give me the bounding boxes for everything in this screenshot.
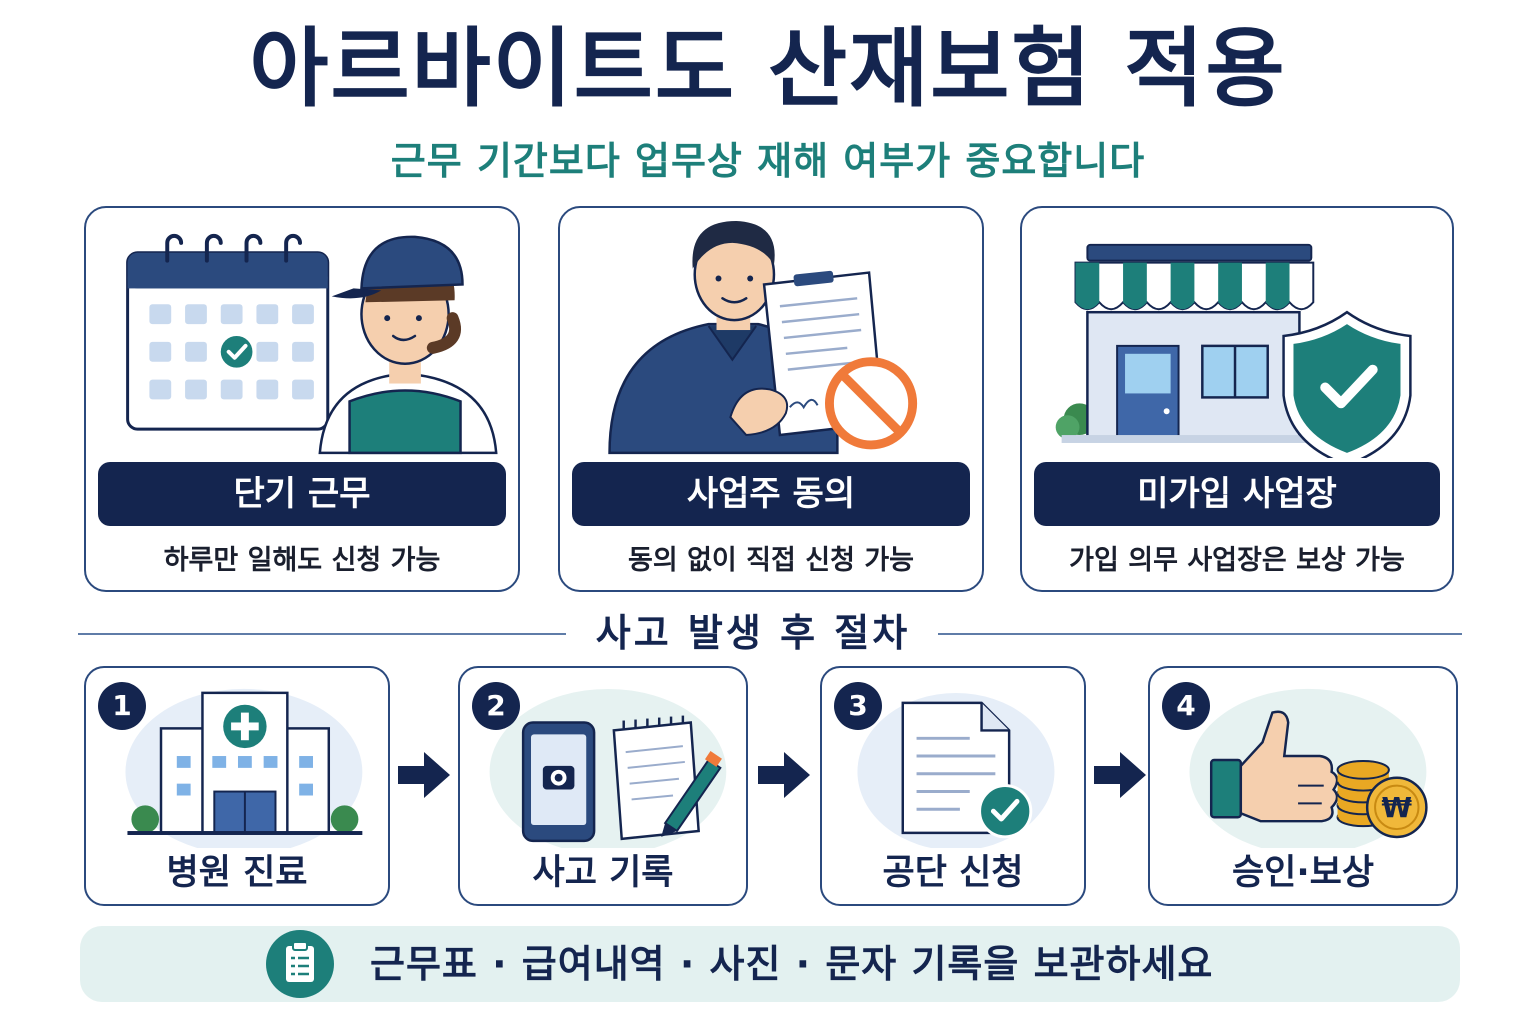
calendar-icon: [126, 233, 330, 431]
step-number-3: 3: [834, 682, 882, 730]
card-title-unregistered: 미가입 사업장: [1034, 462, 1440, 526]
card-desc-employer-consent: 동의 없이 직접 신청 가능: [628, 545, 914, 576]
step-number-4: 4: [1162, 682, 1210, 730]
card-unregistered-workplace: 미가입 사업장 가입 의무 사업장은 보상 가능: [1020, 206, 1454, 592]
document-icon: [729, 270, 885, 437]
arrow-right-icon: [1094, 752, 1146, 798]
record-illustration: [489, 688, 727, 848]
step-agency-application: 3 공단 신청: [820, 666, 1086, 906]
smartphone-camera-icon: [521, 721, 596, 843]
arrow-right-icon: [758, 752, 810, 798]
hospital-icon: [125, 688, 363, 848]
employer-document-illustration: [608, 221, 918, 455]
step-label-application: 공단 신청: [882, 853, 1024, 893]
notepad-pencil-icon: [612, 715, 722, 841]
store-shield-illustration: [1055, 243, 1412, 458]
shield-check-icon: [1282, 310, 1412, 458]
step-accident-record: 2 사고 기록: [458, 666, 748, 906]
procedure-title: 사고 발생 후 절차: [595, 611, 911, 655]
card-desc-short-term: 하루만 일해도 신청 가능: [163, 545, 441, 576]
step-number-1: 1: [98, 682, 146, 730]
arrow-right-icon: [398, 752, 450, 798]
step-label-hospital: 병원 진료: [166, 853, 308, 893]
card-title-short-term: 단기 근무: [98, 462, 506, 526]
store-icon: [1055, 243, 1320, 443]
document-check-icon: [857, 693, 1055, 848]
prohibited-icon: [824, 357, 918, 450]
approval-illustration: ₩: [1189, 688, 1428, 848]
step-approval-compensation: ₩ 4 승인·보상: [1148, 666, 1458, 906]
card-desc-unregistered: 가입 의무 사업장은 보상 가능: [1069, 545, 1405, 576]
clipboard-icon: [266, 930, 334, 998]
card-short-term-work: 단기 근무 하루만 일해도 신청 가능: [84, 206, 520, 592]
card-title-employer-consent: 사업주 동의: [572, 462, 970, 526]
coins-icon: ₩: [1336, 759, 1428, 839]
page-title: 아르바이트도 산재보험 적용: [249, 19, 1287, 119]
calendar-worker-illustration: [126, 233, 498, 455]
section-divider-left: [78, 633, 566, 635]
tip-banner-text: 근무표 · 급여내역 · 사진 · 문자 기록을 보관하세요: [370, 942, 1214, 986]
step-hospital: 1 병원 진료: [84, 666, 390, 906]
thumbs-up-icon: [1209, 710, 1339, 823]
step-label-record: 사고 기록: [532, 853, 674, 893]
card-employer-consent: 사업주 동의 동의 없이 직접 신청 가능: [558, 206, 984, 592]
won-symbol: ₩: [1382, 791, 1413, 824]
tip-banner: 근무표 · 급여내역 · 사진 · 문자 기록을 보관하세요: [80, 926, 1460, 1002]
section-divider-right: [938, 633, 1462, 635]
step-number-2: 2: [472, 682, 520, 730]
step-label-approval: 승인·보상: [1231, 853, 1375, 893]
worker-icon: [318, 235, 498, 455]
page-subtitle: 근무 기간보다 업무상 재해 여부가 중요합니다: [390, 139, 1146, 183]
